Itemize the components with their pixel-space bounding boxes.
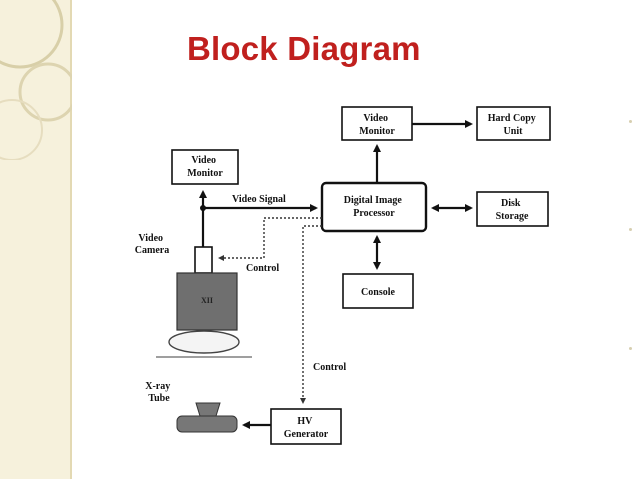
xray-tube-head — [195, 402, 221, 417]
decorative-circles — [0, 0, 72, 160]
hv-generator-label: HV Generator — [284, 416, 329, 440]
control-line-camera — [218, 217, 322, 259]
junction-dot — [200, 205, 206, 211]
xii-shape — [176, 272, 238, 331]
video-monitor-top-label: Video Monitor — [359, 113, 395, 137]
video-monitor-left-label: Video Monitor — [187, 155, 223, 179]
control-arrow-generator — [300, 398, 306, 404]
console-box — [342, 273, 414, 309]
decor-dot — [629, 347, 632, 350]
control-line-generator — [302, 225, 322, 400]
video-monitor-left-box — [171, 149, 239, 185]
decor-dot — [629, 228, 632, 231]
control-label-2: Control — [313, 362, 346, 373]
digital-image-processor-box — [320, 181, 428, 233]
console-label: Console — [361, 287, 395, 298]
video-signal-label: Video Signal — [232, 194, 286, 205]
disk-storage-label: Disk Storage — [496, 198, 529, 222]
control-label-1: Control — [246, 263, 279, 274]
xii-label: XII — [201, 296, 213, 305]
decor-dot — [629, 120, 632, 123]
video-camera-shape — [194, 246, 213, 274]
xray-tube-body — [176, 415, 238, 433]
disk-storage-box — [476, 191, 549, 227]
hard-copy-unit-label: Hard Copy Unit — [488, 113, 539, 137]
digital-image-processor-label: Digital Image Processor — [344, 195, 405, 219]
slide-left-band — [0, 0, 70, 479]
video-camera-label: Video Camera — [135, 233, 169, 256]
hard-copy-unit-box — [476, 106, 551, 141]
lens-ellipse — [168, 330, 240, 354]
hv-generator-box — [270, 408, 342, 445]
slide-title: Block Diagram — [187, 30, 421, 67]
video-monitor-top-box — [341, 106, 413, 141]
slide-left-divider — [70, 0, 72, 479]
xray-tube-label: X-ray Tube — [145, 381, 173, 404]
control-arrow-camera — [218, 255, 224, 261]
